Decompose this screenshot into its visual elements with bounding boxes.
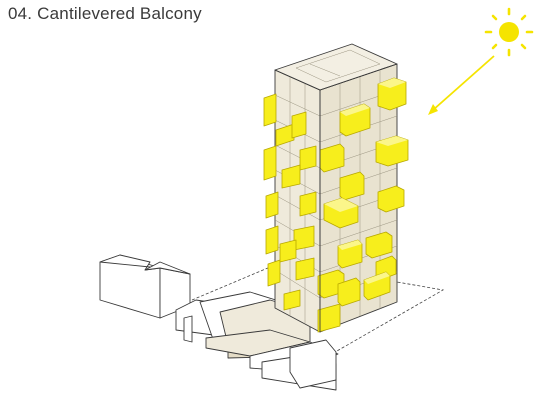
balconies [263,77,409,333]
podium-buildings [175,291,339,391]
sun-ray-arrow [428,55,495,115]
site-boundary [191,261,445,379]
neighbour-building-left [99,254,191,319]
sun-icon [484,7,534,57]
diagram-title: 04. Cantilevered Balcony [8,4,202,23]
tower-outline [274,63,398,332]
